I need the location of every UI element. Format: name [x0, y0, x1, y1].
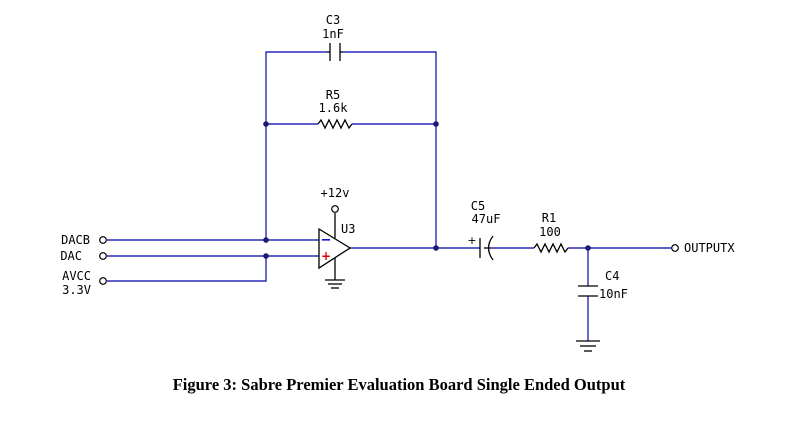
- port-dac: DAC: [60, 249, 107, 263]
- r1-value-label: 100: [539, 225, 561, 239]
- port-dac-pin: [99, 252, 107, 260]
- port-avcc: AVCC 3.3V: [62, 269, 107, 297]
- junction-dot: [433, 245, 439, 251]
- wires: [107, 51, 671, 341]
- c3-ref-label: C3: [326, 13, 340, 27]
- r5-ref-label: R5: [326, 88, 340, 102]
- junction-dot: [263, 253, 269, 259]
- junction-dot: [263, 237, 269, 243]
- port-output: OUTPUTX: [671, 241, 735, 255]
- c4-ref-label: C4: [605, 269, 619, 283]
- opamp-u3: − + U3 +12v: [318, 186, 355, 289]
- port-output-pin: [671, 244, 679, 252]
- port-dacb-label: DACB: [61, 233, 90, 247]
- capacitor-c4: C4 10nF: [576, 269, 628, 352]
- junction-dot: [263, 121, 269, 127]
- junction-dot: [433, 121, 439, 127]
- port-dac-label: DAC: [60, 249, 82, 263]
- resistor-r1: R1 100: [533, 211, 569, 254]
- junctions: [263, 121, 591, 259]
- resistor-r5: R5 1.6k: [317, 88, 353, 130]
- capacitor-c5: + C5 47uF: [467, 199, 501, 261]
- opamp-plus-symbol: +: [321, 249, 331, 263]
- supply-pin: [331, 205, 339, 213]
- port-dacb: DACB: [61, 233, 107, 247]
- wire-c3-loop: [265, 51, 327, 240]
- opamp-minus-symbol: −: [321, 233, 332, 248]
- port-avcc-voltage: 3.3V: [62, 283, 91, 297]
- r5-value-label: 1.6k: [319, 101, 349, 115]
- c5-ref-label: C5: [471, 199, 485, 213]
- port-dacb-pin: [99, 236, 107, 244]
- supply-label: +12v: [321, 186, 350, 200]
- c5-value-label: 47uF: [472, 212, 501, 226]
- ground-icon: [576, 340, 600, 352]
- wire-c3-loop-right: [343, 51, 437, 248]
- junction-dot: [585, 245, 591, 251]
- figure-caption: Figure 3: Sabre Premier Evaluation Board…: [173, 375, 626, 394]
- capacitor-c3: C3 1nF: [322, 13, 344, 61]
- c3-value-label: 1nF: [322, 27, 344, 41]
- port-avcc-pin: [99, 277, 107, 285]
- c5-polarity-symbol: +: [467, 234, 476, 247]
- port-avcc-label: AVCC: [62, 269, 91, 283]
- port-output-label: OUTPUTX: [684, 241, 735, 255]
- c4-value-label: 10nF: [599, 287, 628, 301]
- u3-ref-label: U3: [341, 222, 355, 236]
- r1-ref-label: R1: [542, 211, 556, 225]
- wire-avcc: [107, 256, 267, 282]
- ground-icon: [325, 279, 345, 289]
